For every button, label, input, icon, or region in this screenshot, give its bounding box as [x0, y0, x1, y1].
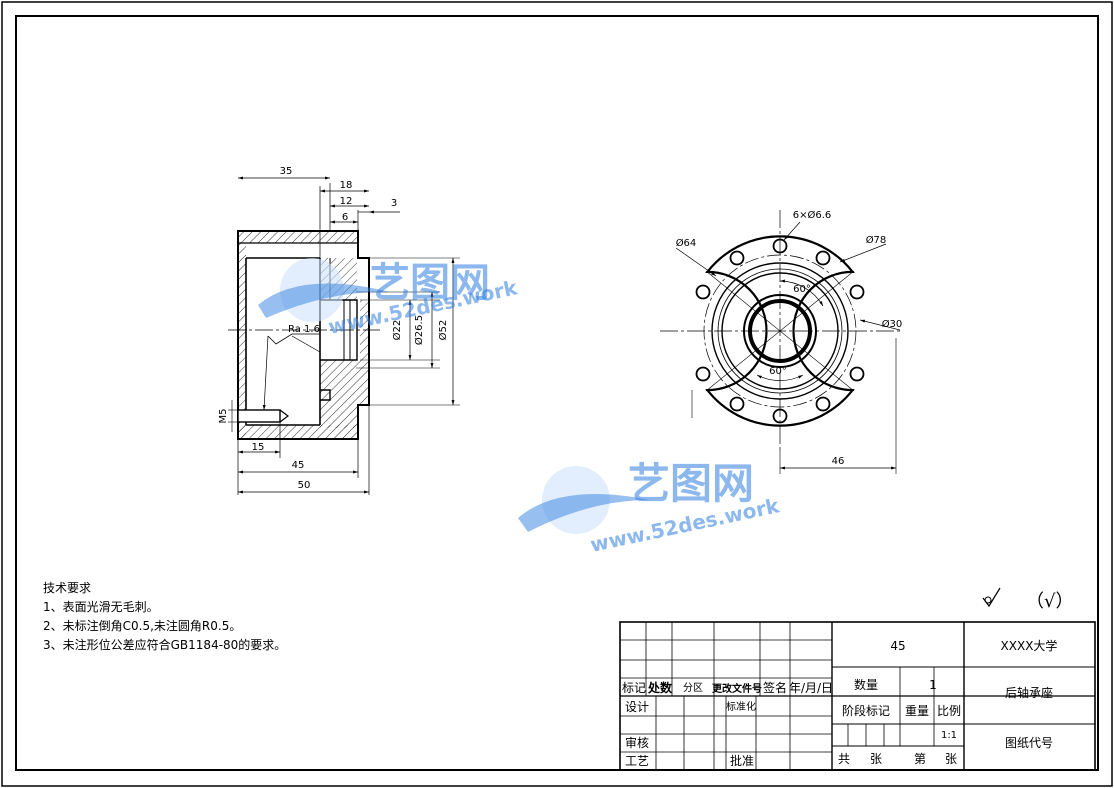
tb-doc-no: 更改文件号 [712, 682, 762, 695]
tb-zone: 分区 [683, 682, 703, 694]
watermark-brand-upper: 艺图网 [370, 260, 490, 306]
roughness-note: （√） [982, 587, 1073, 612]
front-view [660, 210, 901, 474]
tb-qty-label: 数量 [854, 677, 878, 692]
front-dimension-texts: 6×Ø6.6 Ø64 Ø78 Ø30 60° 60° 46 [676, 209, 903, 467]
tb-stage: 阶段标记 [842, 703, 890, 718]
dim-angle-top: 60° [793, 284, 811, 295]
dim-3: 3 [391, 198, 397, 209]
dim-dia30: Ø30 [882, 318, 903, 330]
inner-border [15, 15, 1099, 771]
roughness-ra: Ra 1.6 [288, 324, 320, 335]
tb-total: 共 [838, 752, 850, 766]
tech-notes-heading: 技术要求 [43, 581, 92, 595]
dim-holes: 6×Ø6.6 [793, 209, 832, 221]
roughness-paren: （√） [1026, 591, 1073, 612]
tb-sign: 签名 [763, 680, 787, 695]
watermark-lower: 艺图网 www.52des.work [518, 459, 782, 557]
tech-notes: 技术要求 1、表面光滑无毛刺。 2、未标注倒角C0.5,未注圆角R0.5。 3、… [43, 579, 286, 655]
tb-drawing-no: 图纸代号 [1005, 736, 1053, 750]
dim-angle-bottom: 60° [769, 366, 787, 377]
tech-note-3: 3、未注形位公差应符合GB1184-80的要求。 [43, 638, 287, 652]
tech-note-1: 1、表面光滑无毛刺。 [43, 600, 159, 614]
dim-dia78: Ø78 [866, 234, 887, 246]
section-view [228, 176, 460, 495]
tb-mark: 标记 [622, 681, 646, 695]
tb-material: 45 [890, 639, 905, 653]
dim-12: 12 [340, 196, 353, 207]
dim-15: 15 [252, 442, 265, 453]
tb-no: 第 [914, 752, 926, 766]
tb-std: 标准化 [726, 700, 756, 713]
tb-date: 年/月/日 [789, 681, 833, 695]
dim-dia22: Ø22 [391, 320, 403, 341]
tb-sheet: 张 [945, 752, 957, 766]
dim-46: 46 [832, 456, 845, 467]
dim-35: 35 [280, 166, 293, 177]
dim-18: 18 [340, 180, 353, 191]
tb-check: 审核 [625, 735, 649, 750]
dim-dia26-5: Ø26.5 [413, 315, 425, 345]
title-block-texts: 标记 处数 分区 更改文件号 签名 年/月/日 设计 标准化 审核 工艺 批准 … [622, 638, 1057, 768]
dim-6: 6 [342, 212, 348, 223]
tb-process: 工艺 [625, 754, 649, 768]
tb-sheets: 张 [870, 752, 882, 766]
tb-school: XXXX大学 [1001, 638, 1058, 653]
dim-dia52: Ø52 [437, 320, 449, 341]
watermark-brand-lower: 艺图网 [628, 459, 754, 508]
tech-note-2: 2、未标注倒角C0.5,未注圆角R0.5。 [43, 619, 242, 633]
tb-count: 处数 [647, 680, 673, 695]
section-dimension-texts: 35 18 12 6 3 15 45 50 Ø22 Ø26.5 Ø52 M5 R… [218, 166, 449, 491]
title-block [619, 621, 1096, 771]
tb-scale: 比例 [937, 704, 961, 718]
tb-design: 设计 [625, 700, 649, 714]
dim-45: 45 [292, 460, 305, 471]
tb-scale-value: 1:1 [941, 730, 957, 741]
dim-dia64: Ø64 [676, 237, 697, 249]
tb-approve: 批准 [730, 753, 754, 768]
tb-part-name: 后轴承座 [1005, 685, 1053, 700]
tb-weight: 重量 [905, 704, 929, 718]
dim-m5: M5 [218, 409, 229, 424]
tb-qty-value: 1 [929, 678, 937, 692]
dim-50: 50 [298, 480, 311, 491]
